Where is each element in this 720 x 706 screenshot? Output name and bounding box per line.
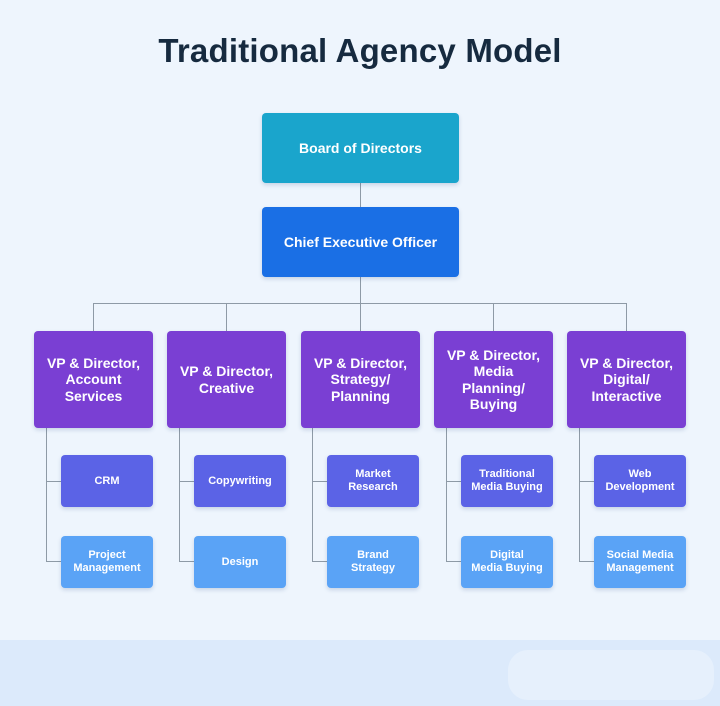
vp-media-planning-buying-box: VP & Director, Media Planning/ Buying bbox=[434, 331, 553, 428]
vp-account-services-box: VP & Director, Account Services bbox=[34, 331, 153, 428]
sub-copywriting-box: Copywriting bbox=[194, 455, 286, 507]
ceo-label: Chief Executive Officer bbox=[283, 233, 438, 250]
sub-social-media-management-box: Social Media Management bbox=[594, 536, 686, 588]
sub-project-management-box: Project Management bbox=[61, 536, 153, 588]
vp-label: VP & Director, Account Services bbox=[46, 355, 141, 404]
board-of-directors-box: Board of Directors bbox=[262, 113, 459, 183]
sub-brand-strategy-box: Brand Strategy bbox=[327, 536, 419, 588]
connector-branch-dept4 bbox=[446, 428, 461, 562]
vp-strategy-planning-box: VP & Director, Strategy/ Planning bbox=[301, 331, 420, 428]
connector-branch-dept5 bbox=[579, 428, 594, 562]
vp-label: VP & Director, Media Planning/ Buying bbox=[446, 347, 541, 412]
sub-digital-media-buying-box: Digital Media Buying bbox=[461, 536, 553, 588]
sub-label: Traditional Media Buying bbox=[471, 468, 543, 493]
connector-branch-dept3 bbox=[312, 428, 327, 562]
sub-label: CRM bbox=[94, 474, 120, 487]
vp-creative-box: VP & Director, Creative bbox=[167, 331, 286, 428]
sub-label: Brand Strategy bbox=[350, 549, 396, 574]
sub-traditional-media-buying-box: Traditional Media Buying bbox=[461, 455, 553, 507]
connector-branch-dept2 bbox=[179, 428, 194, 562]
sub-label: Digital Media Buying bbox=[471, 549, 543, 574]
connector-branch-dept1 bbox=[46, 428, 61, 562]
sub-design-box: Design bbox=[194, 536, 286, 588]
vp-label: VP & Director, Digital/ Interactive bbox=[579, 355, 674, 404]
sub-market-research-box: Market Research bbox=[327, 455, 419, 507]
sub-label: Copywriting bbox=[208, 474, 272, 487]
vp-label: VP & Director, Creative bbox=[179, 363, 274, 396]
vp-digital-interactive-box: VP & Director, Digital/ Interactive bbox=[567, 331, 686, 428]
sub-crm-box: CRM bbox=[61, 455, 153, 507]
ceo-box: Chief Executive Officer bbox=[262, 207, 459, 277]
footer-decoration bbox=[508, 650, 714, 700]
sub-label: Design bbox=[221, 555, 259, 568]
vp-label: VP & Director, Strategy/ Planning bbox=[313, 355, 408, 404]
sub-label: Social Media Management bbox=[606, 549, 674, 574]
sub-web-development-box: Web Development bbox=[594, 455, 686, 507]
board-label: Board of Directors bbox=[299, 139, 422, 156]
sub-label: Market Research bbox=[348, 468, 398, 493]
chart-title: Traditional Agency Model bbox=[158, 32, 562, 69]
sub-label: Web Development bbox=[605, 468, 675, 493]
sub-label: Project Management bbox=[73, 549, 141, 574]
